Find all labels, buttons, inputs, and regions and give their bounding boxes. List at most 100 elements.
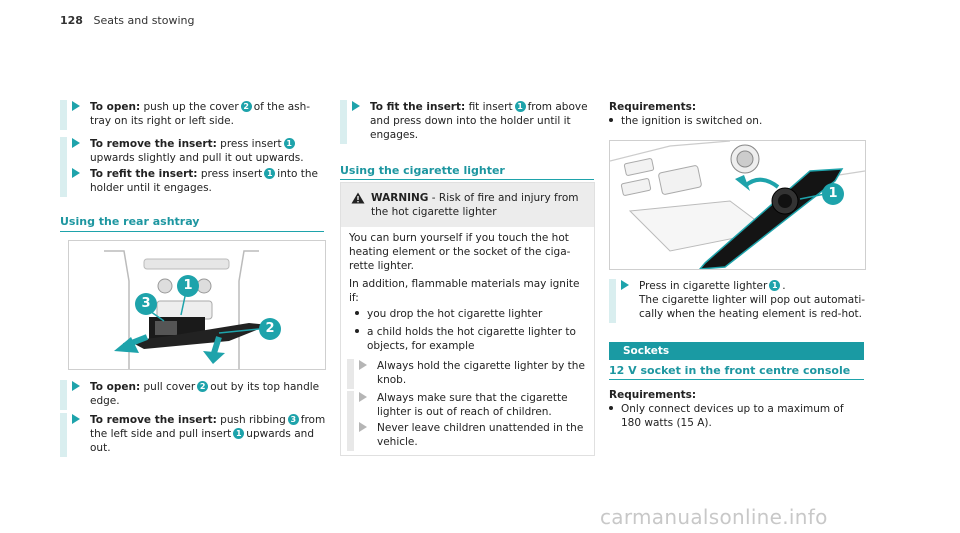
step-text: into the — [277, 168, 318, 180]
step-text: from above — [527, 101, 588, 113]
step-text: Press in cigarette lighter — [639, 280, 768, 292]
requirements-label: Requirements: — [609, 389, 697, 401]
warning-step: Always hold the cigarette lighter by the… — [347, 359, 592, 389]
warning-line: you drop the hot cigarette lighter — [367, 308, 543, 320]
cigarette-lighter-illustration — [610, 141, 865, 269]
step-text: cally when the heating element is red-ho… — [639, 308, 862, 320]
warning-title: - Risk of fire and injury from — [431, 192, 579, 204]
callout-number: 1 — [233, 428, 245, 439]
figure-cigarette-lighter: 1 — [609, 140, 866, 270]
section-bar-title: Sockets — [623, 345, 670, 357]
callout-number: 1 — [283, 138, 295, 149]
heading-12v-socket: 12 V socket in the front centre console — [609, 364, 851, 377]
step-bar — [60, 167, 67, 197]
warning-line: if: — [349, 292, 359, 304]
step-lead: To refit the insert: — [90, 168, 198, 180]
figure-callout-2: 2 — [259, 318, 281, 340]
arrow-right-icon — [72, 168, 80, 178]
heading-rule — [340, 179, 594, 180]
step-bar — [60, 413, 67, 457]
step-text: press insert — [220, 138, 282, 150]
heading-rear-ashtray: Using the rear ashtray — [60, 215, 200, 228]
bullet-icon — [609, 406, 613, 410]
warning-line: In addition, flammable materials may ign… — [349, 278, 580, 290]
callout-number: 1 — [264, 168, 276, 179]
step-text: tray on its right or left side. — [90, 115, 234, 127]
warning-line: knob. — [377, 374, 407, 386]
figure-callout-1: 1 — [177, 275, 199, 297]
warning-line: lighter is out of reach of children. — [377, 406, 552, 418]
rear-ashtray-illustration — [69, 241, 325, 369]
step-lead: To open: — [90, 101, 141, 113]
page-header: 128 Seats and stowing — [60, 14, 194, 27]
step-text: out. — [90, 442, 111, 454]
section-title: Seats and stowing — [93, 14, 195, 27]
step-text: of the ash- — [253, 101, 311, 113]
requirement-item: Only connect devices up to a maximum of — [621, 403, 844, 415]
heading-rule — [60, 231, 324, 232]
step-bar — [347, 391, 354, 421]
warning-title-line2: the hot cigarette lighter — [371, 206, 497, 218]
page-number: 128 — [60, 14, 83, 27]
arrow-right-icon — [359, 392, 367, 402]
step-bar — [60, 100, 67, 130]
warning-box: WARNING - Risk of fire and injury from t… — [340, 182, 595, 456]
warning-line: rette lighter. — [349, 260, 414, 272]
step-text: from — [300, 414, 326, 426]
warning-line: heating element or the socket of the cig… — [349, 246, 571, 258]
figure-callout-3: 3 — [135, 293, 157, 315]
arrow-right-icon — [359, 360, 367, 370]
step-bar — [60, 137, 67, 167]
requirement-item: 180 watts (15 A). — [621, 417, 712, 429]
step-text: press insert — [200, 168, 263, 180]
arrow-right-icon — [621, 280, 629, 290]
bullet-icon — [355, 311, 359, 315]
heading-rule — [609, 379, 864, 380]
requirements-label: Requirements: — [609, 101, 697, 113]
warning-label: WARNING — [371, 192, 429, 204]
requirements-block: Requirements: the ignition is switched o… — [609, 100, 762, 128]
figure-callout-1: 1 — [822, 183, 844, 205]
arrow-right-icon — [352, 101, 360, 111]
step-text: fit insert — [468, 101, 513, 113]
arrow-right-icon — [72, 414, 80, 424]
callout-number: 1 — [769, 280, 781, 291]
warning-line: Never leave children unattended in the — [377, 422, 584, 434]
callout-number: 1 — [514, 101, 526, 112]
step-bar — [340, 100, 347, 144]
callout-number: 2 — [240, 101, 252, 112]
step-bar — [60, 380, 67, 410]
step-text: holder until it engages. — [90, 182, 212, 194]
step-text: upwards slightly and pull it out upwards… — [90, 152, 304, 164]
warning-line: You can burn yourself if you touch the h… — [349, 232, 569, 244]
step-bar — [609, 279, 616, 323]
heading-cigarette-lighter: Using the cigarette lighter — [340, 164, 505, 177]
warning-line: vehicle. — [377, 436, 418, 448]
step-text: . — [782, 280, 786, 292]
step-text: the left side and pull insert — [90, 428, 232, 440]
step-text: upwards and — [246, 428, 314, 440]
step-bar — [347, 421, 354, 451]
section-bar-sockets: Sockets — [609, 342, 864, 360]
arrow-right-icon — [359, 422, 367, 432]
warning-bullet: you drop the hot cigarette lighter — [355, 307, 593, 321]
step-lead: To open: — [90, 381, 141, 393]
callout-number: 2 — [197, 381, 209, 392]
warning-line: objects, for example — [367, 340, 475, 352]
step-bar — [347, 359, 354, 389]
step-text: out by its top handle — [210, 381, 320, 393]
watermark: carmanualsonline.info — [600, 505, 828, 529]
step-text: push up the cover — [143, 101, 239, 113]
warning-text-1: You can burn yourself if you touch the h… — [349, 231, 594, 273]
step-text: and press down into the holder until it — [370, 115, 571, 127]
warning-header: WARNING - Risk of fire and injury from t… — [341, 183, 594, 227]
arrow-right-icon — [72, 381, 80, 391]
requirements-block-2: Requirements: Only connect devices up to… — [609, 388, 844, 430]
